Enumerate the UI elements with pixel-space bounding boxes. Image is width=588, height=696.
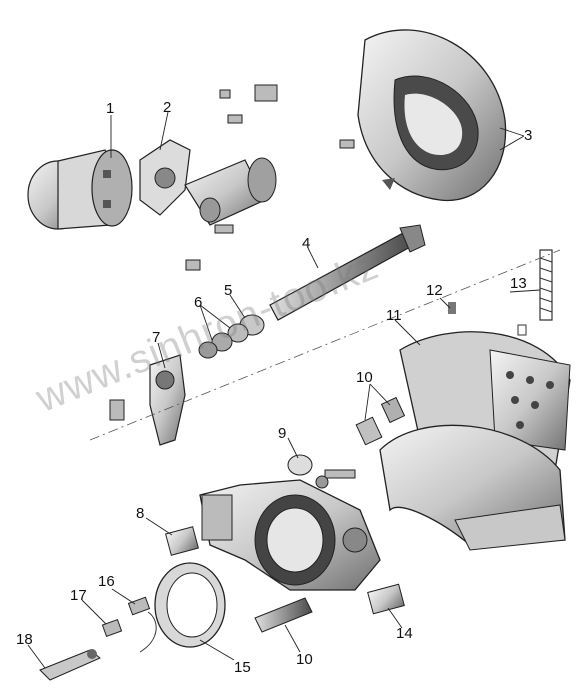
label-13: 13 — [510, 275, 527, 292]
part-3-dust-shield — [339, 29, 507, 202]
label-16: 16 — [98, 573, 115, 590]
label-4: 4 — [302, 235, 311, 252]
label-8: 8 — [136, 505, 145, 522]
part-11-12-brake-shoes — [379, 302, 571, 551]
label-11: 11 — [386, 307, 402, 324]
part-1-brake-chamber — [27, 149, 133, 230]
brake-spider — [199, 479, 381, 591]
label-14: 14 — [396, 625, 413, 642]
label-5: 5 — [224, 282, 233, 299]
axis-centerline — [89, 249, 561, 441]
label-18: 18 — [16, 631, 33, 648]
part-5-6-bushings — [198, 314, 265, 359]
part-16-17-18-sensor — [39, 596, 157, 681]
label-9: 9 — [278, 425, 287, 442]
label-7: 7 — [152, 329, 161, 346]
part-4-camshaft — [185, 224, 426, 321]
part-9-washer — [287, 454, 356, 489]
label-2: 2 — [163, 99, 172, 116]
leader-lines — [27, 111, 541, 669]
label-1: 1 — [106, 100, 115, 117]
part-10-pins — [355, 396, 406, 446]
label-10-lower: 10 — [296, 651, 313, 668]
part-13-spring — [517, 249, 553, 336]
part-8-14-bushings — [165, 526, 405, 615]
label-12: 12 — [426, 282, 443, 299]
label-15: 15 — [234, 659, 251, 676]
part-2-bracket — [139, 84, 278, 234]
part-10-anchor-pin — [254, 597, 313, 633]
label-17: 17 — [70, 587, 87, 604]
label-6: 6 — [194, 294, 203, 311]
part-7-slack-adjuster — [109, 354, 186, 446]
label-10-upper: 10 — [356, 369, 373, 386]
label-3: 3 — [524, 127, 533, 144]
part-15-abs-ring — [154, 562, 226, 648]
